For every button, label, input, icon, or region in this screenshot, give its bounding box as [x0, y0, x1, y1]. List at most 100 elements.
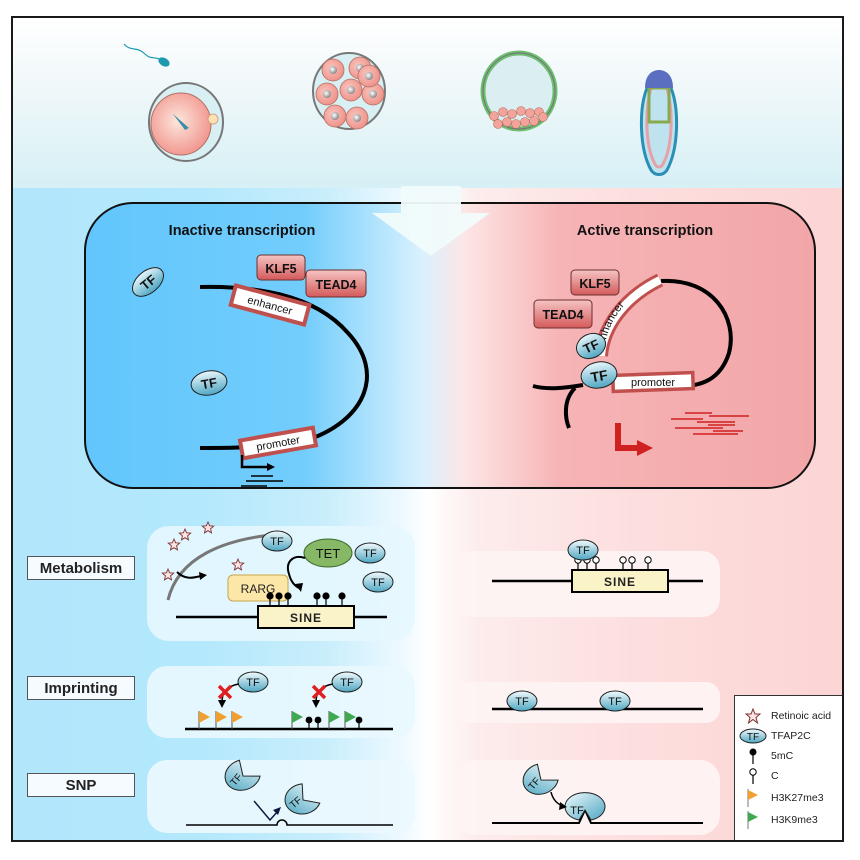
icm-cell — [525, 108, 535, 118]
ra-import-arrow-icon — [176, 571, 202, 579]
icm-cell — [498, 107, 508, 117]
icm-cell — [489, 111, 499, 121]
green-flag-icon — [329, 711, 340, 723]
legend-item: H3K27me3 — [735, 788, 842, 808]
icm-cell — [511, 119, 521, 129]
tf-bound-icon: TF — [564, 792, 606, 821]
legend-item: Retinoic acid — [735, 706, 842, 726]
cytosine-icon — [628, 556, 636, 564]
methyl-cytosine-icon — [322, 592, 330, 600]
green-flag-icon — [292, 711, 303, 723]
svg-text:TF: TF — [576, 545, 590, 557]
row-label-snp: SNP — [27, 773, 135, 797]
svg-text:TF: TF — [608, 696, 622, 708]
star-icon — [167, 537, 181, 551]
green-flag-icon — [345, 711, 356, 723]
tf-oval-icon: TF — [599, 690, 631, 712]
svg-text:TEAD4: TEAD4 — [316, 278, 357, 292]
cross-icon — [311, 684, 327, 700]
tf-oval-icon: TF — [575, 332, 607, 360]
tf-oval-icon: TF — [506, 690, 538, 712]
snp-left-panel — [147, 760, 415, 833]
svg-text:RARG: RARG — [241, 582, 276, 596]
icm-cell — [538, 112, 548, 122]
blocked-binding-arrow-icon — [311, 683, 334, 708]
star-icon — [201, 520, 215, 534]
methyl-cytosine-icon — [275, 592, 283, 600]
imprinting-left-panel — [147, 666, 415, 738]
polar-body — [207, 113, 219, 125]
filled-lollipop-icon — [749, 748, 757, 764]
tf-oval-icon: TF — [567, 539, 599, 561]
tf-pacman-icon: TF — [522, 763, 559, 795]
tf-oval-icon: TF — [580, 361, 618, 389]
star-icon — [161, 567, 175, 581]
svg-text:TF: TF — [340, 677, 354, 689]
panel-background — [84, 202, 816, 489]
orange-flag-icon — [232, 711, 243, 723]
svg-text:TF: TF — [581, 336, 602, 356]
svg-text:TF: TF — [246, 677, 260, 689]
tf-pacman-icon: TF — [224, 759, 261, 791]
methyl-cytosine-icon — [338, 592, 346, 600]
down-arrow-icon — [372, 186, 490, 256]
cytosine-icon — [619, 556, 627, 564]
blastocyst-stage — [480, 50, 558, 132]
svg-text:TF: TF — [589, 367, 609, 386]
methyl-cytosine-icon — [313, 592, 321, 600]
tss-arrow-active-icon — [615, 423, 641, 451]
tead4-box: TEAD4 — [305, 269, 367, 298]
imprinting-right-panel — [454, 682, 720, 723]
sperm-head — [158, 57, 170, 67]
klf5-box: KLF5 — [256, 254, 306, 281]
tet-oval: TET — [303, 538, 353, 568]
icm-cell — [507, 109, 517, 119]
active-title: Active transcription — [577, 223, 713, 239]
dna-line-snp-bulge — [186, 819, 393, 826]
methyl-cytosine-icon — [355, 716, 363, 724]
tead4-box-active: TEAD4 — [533, 299, 593, 329]
svg-text:TF: TF — [515, 696, 529, 708]
embryo-stages — [123, 43, 679, 176]
sine-element: SINE — [571, 569, 669, 593]
legend-item: 5mC — [735, 746, 842, 766]
tf-oval-icon: TF — [354, 542, 386, 564]
zygote-stage — [123, 43, 224, 162]
tf-oval-icon: TF — [132, 267, 164, 297]
icm-cell — [529, 116, 539, 126]
icm-cell — [502, 117, 512, 127]
orange-flag-icon — [199, 711, 210, 723]
svg-text:TF: TF — [270, 536, 284, 548]
tf-pacman-icon: TF — [284, 783, 321, 815]
svg-text:TF: TF — [200, 375, 218, 393]
enhancer-element: enhancer — [228, 283, 312, 327]
tf-oval-icon: TF — [190, 370, 228, 396]
tf-oval-icon: TF — [261, 530, 293, 552]
promoter-element-active: promoter — [610, 370, 696, 394]
methyl-cytosine-icon — [305, 716, 313, 724]
sine-element: SINE — [257, 605, 355, 629]
legend-item: TF TFAP2C — [735, 726, 842, 746]
svg-text:promoter: promoter — [631, 377, 675, 389]
icm-cell — [520, 117, 530, 127]
icm-cell — [516, 106, 526, 116]
sperm-tail — [123, 43, 162, 61]
blocked-binding-arrow-icon — [217, 683, 240, 708]
membrane — [166, 532, 284, 601]
inactive-title: Inactive transcription — [169, 223, 316, 239]
legend: Retinoic acid TF TFAP2C 5mC C H3K27me3 H… — [734, 695, 842, 840]
svg-text:TET: TET — [316, 546, 341, 561]
klf5-box-active: KLF5 — [570, 269, 620, 296]
figure-frame: Inactive transcription TF enhancer KLF5 … — [11, 16, 844, 842]
star-icon — [231, 557, 245, 571]
failed-binding-arrow-icon — [253, 800, 279, 822]
cytosine-icon — [644, 556, 652, 564]
tet-action-arrow-icon — [287, 556, 306, 589]
high-transcripts — [671, 412, 749, 435]
svg-text:KLF5: KLF5 — [265, 262, 296, 276]
methyl-cytosine-icon — [314, 716, 322, 724]
orange-flag-icon — [216, 711, 227, 723]
morula-stage — [312, 52, 386, 130]
orange-flag-icon — [747, 789, 758, 807]
tf-oval-icon: TF — [362, 571, 394, 593]
